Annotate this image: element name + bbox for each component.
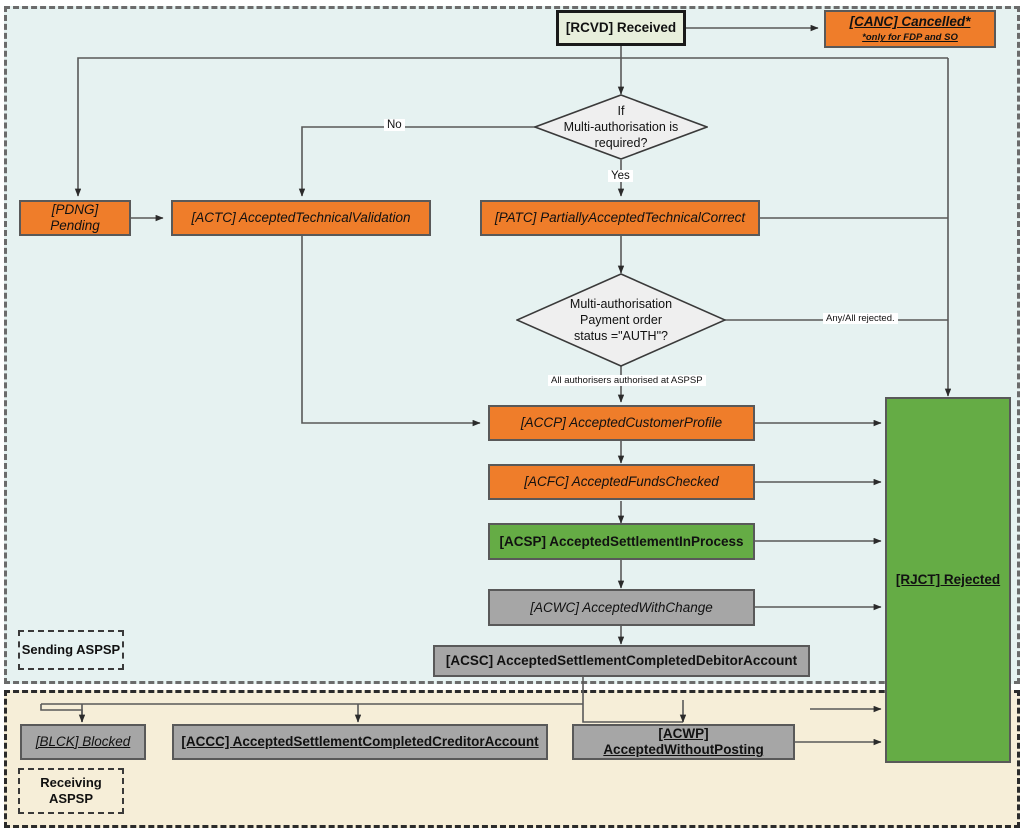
label-receiving-aspsp-line1: Receiving <box>40 774 102 790</box>
node-acsp-label: [ACSP] AcceptedSettlementInProcess <box>499 533 744 549</box>
node-acfc-label: [ACFC] AcceptedFundsChecked <box>524 474 719 490</box>
node-canc-cancelled[interactable]: [CANC] Cancelled* *only for FDP and SO <box>824 10 996 48</box>
node-canc-footnote: *only for FDP and SO <box>862 32 958 44</box>
label-receiving-aspsp-line2: ASPSP <box>48 791 94 806</box>
node-accp-accepted-customer-profile[interactable]: [ACCP] AcceptedCustomerProfile <box>488 405 755 441</box>
node-accp-label: [ACCP] AcceptedCustomerProfile <box>520 415 723 431</box>
node-acsc-accepted-settlement-completed-debitor-account[interactable]: [ACSC] AcceptedSettlementCompletedDebito… <box>433 645 810 677</box>
edge-label-any-all-rejected: Any/All rejected. <box>823 313 898 324</box>
label-receiving-aspsp: Receiving ASPSP <box>18 768 124 814</box>
decision2-line1: Multi-authorisation <box>569 296 673 311</box>
node-pdng-label: [PDNG] Pending <box>50 202 100 233</box>
node-rjct-rejected[interactable]: [RJCT] Rejected <box>885 397 1011 763</box>
node-acfc-accepted-funds-checked[interactable]: [ACFC] AcceptedFundsChecked <box>488 464 755 500</box>
node-blck-label: [BLCK] Blocked <box>35 734 131 750</box>
decision2-line3: status ="AUTH"? <box>574 329 668 344</box>
node-rcvd-label: [RCVD] Received <box>565 20 677 36</box>
decision2-line2: Payment order <box>580 312 662 327</box>
node-accc-accepted-settlement-completed-creditor-account[interactable]: [ACCC] AcceptedSettlementCompletedCredit… <box>172 724 548 760</box>
edge-label-no: No <box>384 119 405 131</box>
edge-label-yes: Yes <box>608 170 633 182</box>
decision-payment-order-status-auth: Multi-authorisation Payment order status… <box>516 273 726 367</box>
node-acwp-accepted-without-posting[interactable]: [ACWP] AcceptedWithoutPosting <box>572 724 795 760</box>
label-sending-aspsp-text: Sending ASPSP <box>21 641 121 657</box>
node-pdng-pending[interactable]: [PDNG] Pending <box>19 200 131 236</box>
node-acwc-accepted-with-change[interactable]: [ACWC] AcceptedWithChange <box>488 589 755 626</box>
decision1-line1: If <box>617 103 625 118</box>
node-accc-label: [ACCC] AcceptedSettlementCompletedCredit… <box>181 734 539 750</box>
node-blck-blocked[interactable]: [BLCK] Blocked <box>20 724 146 760</box>
node-canc-label: [CANC] Cancelled* <box>849 14 971 30</box>
node-rcvd-received[interactable]: [RCVD] Received <box>556 10 686 46</box>
node-patc-partially-accepted-technical-correct[interactable]: [PATC] PartiallyAcceptedTechnicalCorrect <box>480 200 760 236</box>
decision1-line2: Multi-authorisation is <box>563 119 679 134</box>
node-acsc-label: [ACSC] AcceptedSettlementCompletedDebito… <box>445 653 798 669</box>
node-acwp-label: [ACWP] AcceptedWithoutPosting <box>603 726 764 757</box>
node-acsp-accepted-settlement-in-process[interactable]: [ACSP] AcceptedSettlementInProcess <box>488 523 755 560</box>
node-patc-label: [PATC] PartiallyAcceptedTechnicalCorrect <box>494 210 746 226</box>
decision-multi-authorisation-required: If Multi-authorisation is required? <box>534 94 708 160</box>
edge-label-all-authorisers: All authorisers authorised at ASPSP <box>548 375 706 386</box>
label-sending-aspsp: Sending ASPSP <box>18 630 124 670</box>
node-rjct-label: [RJCT] Rejected <box>895 572 1001 588</box>
node-actc-label: [ACTC] AcceptedTechnicalValidation <box>191 210 411 226</box>
node-acwc-label: [ACWC] AcceptedWithChange <box>530 599 713 615</box>
decision1-line3: required? <box>594 136 648 151</box>
node-actc-accepted-technical-validation[interactable]: [ACTC] AcceptedTechnicalValidation <box>171 200 431 236</box>
region-sending-aspsp <box>4 6 1020 684</box>
